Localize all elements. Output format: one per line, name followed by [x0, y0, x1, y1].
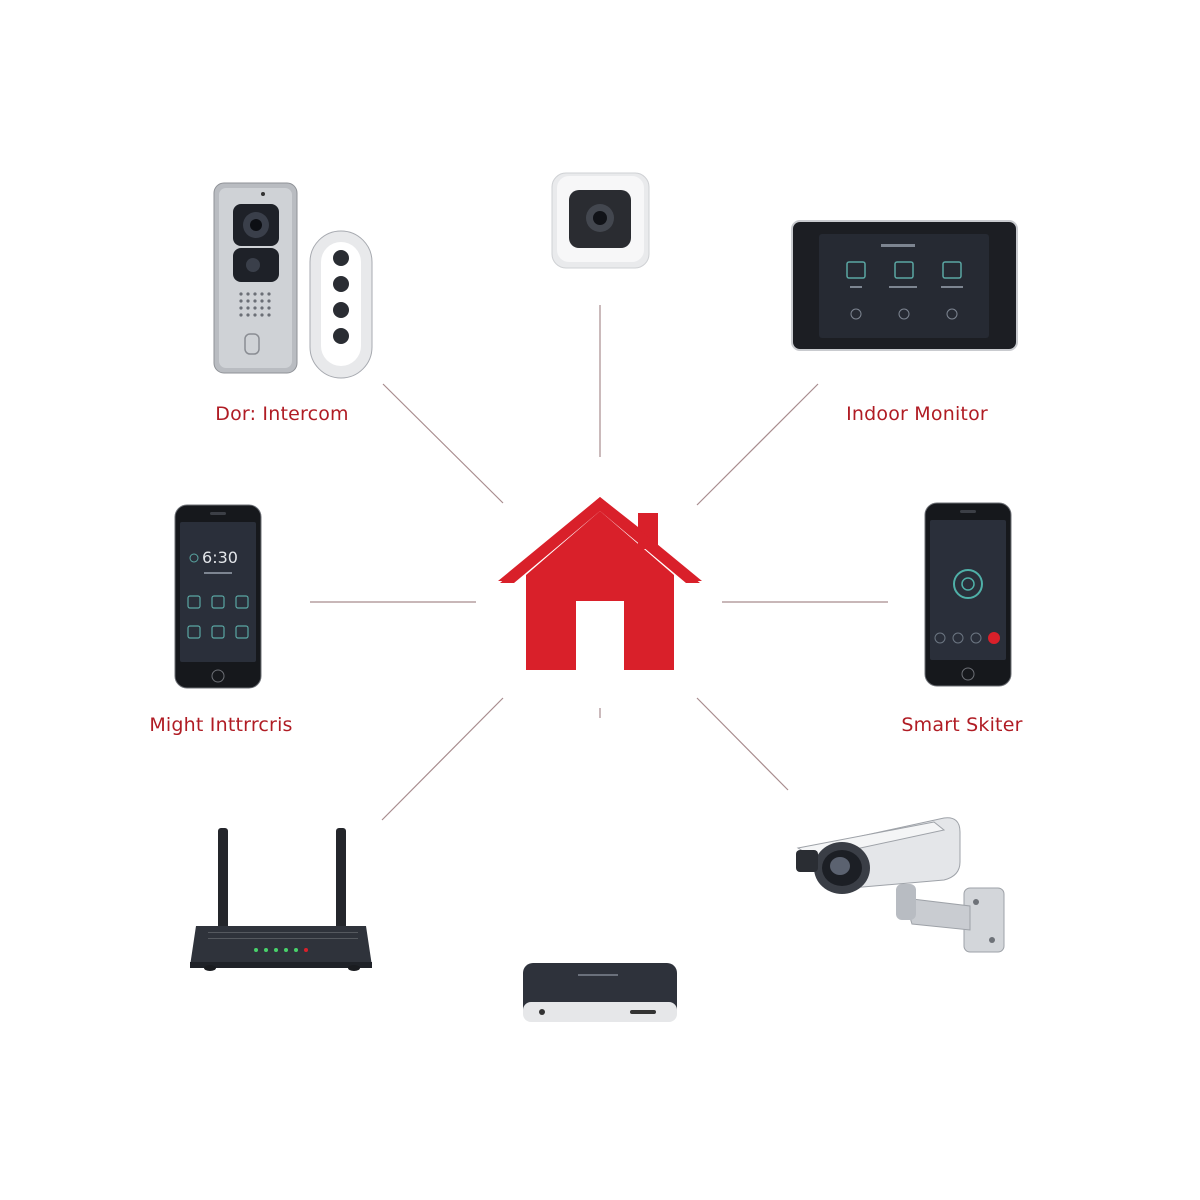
indoor-monitor-device — [791, 220, 1019, 352]
router-device — [188, 826, 374, 972]
connector-bottom-right — [696, 697, 789, 791]
connector-top-left — [382, 383, 504, 504]
security-camera-device — [794, 810, 1010, 956]
connector-top-right — [696, 383, 819, 506]
hub-box-device — [522, 962, 678, 1024]
left-smartphone-device: 6:30 — [174, 504, 262, 690]
home-icon — [498, 497, 702, 670]
phone-time: 6:30 — [202, 548, 238, 567]
door-intercom-device — [213, 182, 375, 379]
label-door-intercom: Dor: Intercom — [215, 403, 349, 425]
label-mobile-right: Smart Skiter — [901, 714, 1023, 736]
label-indoor-monitor: Indoor Monitor — [846, 403, 988, 425]
connector-bottom-left — [381, 697, 504, 821]
right-smartphone-device — [924, 502, 1012, 688]
mini-camera-device — [551, 172, 651, 270]
label-mobile-left: Might Inttrrcris — [149, 714, 293, 736]
